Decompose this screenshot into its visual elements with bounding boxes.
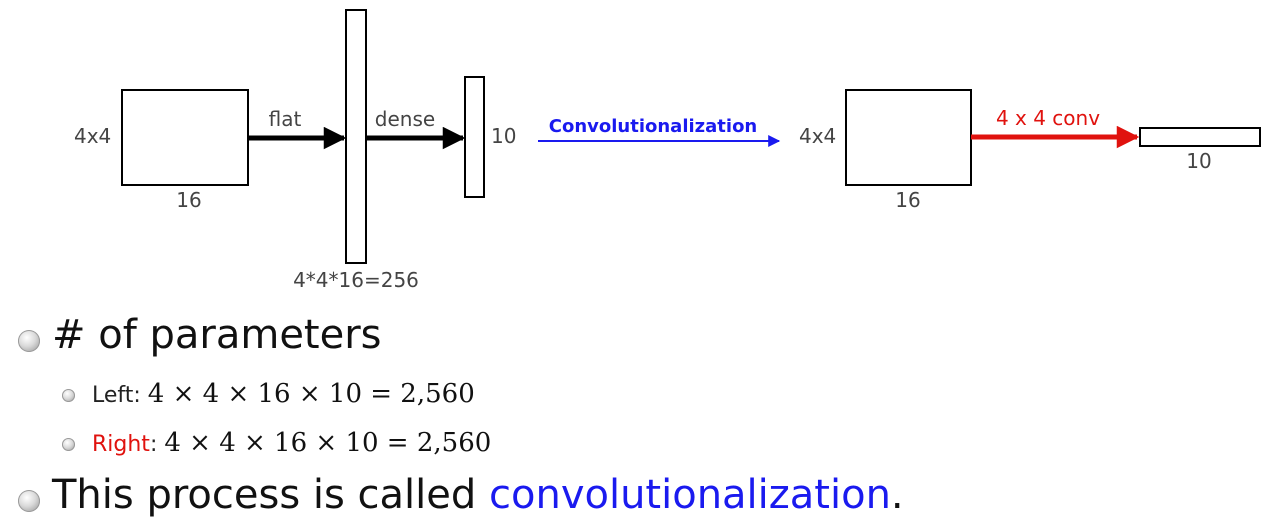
- params-heading: # of parameters: [52, 312, 382, 358]
- flat-vector-box: [345, 9, 367, 264]
- bullet-icon: [62, 438, 75, 451]
- process-suffix: .: [890, 472, 904, 518]
- process-term: convolutionalization: [489, 472, 891, 518]
- process-prefix: This process is called: [52, 472, 489, 518]
- right-params-line: Right: 4 × 4 × 16 × 10 = 2,560: [92, 428, 492, 458]
- right-input-bottom-label: 16: [895, 188, 920, 212]
- flat-vector-label: 4*4*16=256: [293, 268, 419, 292]
- left-output-box: [464, 76, 485, 198]
- right-output-label: 10: [1186, 149, 1211, 173]
- left-params-label: Left: [92, 383, 134, 408]
- right-input-side-label: 4x4: [799, 124, 836, 148]
- flat-arrow-label: flat: [269, 107, 302, 131]
- right-output-box: [1139, 127, 1261, 147]
- left-params-line: Left: 4 × 4 × 16 × 10 = 2,560: [92, 379, 475, 409]
- process-line: This process is called convolutionalizat…: [52, 472, 904, 518]
- right-params-label: Right: [92, 432, 150, 457]
- dense-arrow-label: dense: [375, 107, 435, 131]
- bullet-icon: [18, 490, 40, 512]
- right-input-box: [845, 89, 972, 186]
- left-params-formula: 4 × 4 × 16 × 10 = 2,560: [147, 379, 475, 409]
- left-output-label: 10: [491, 124, 516, 148]
- conv-arrow-label: 4 x 4 conv: [996, 106, 1100, 130]
- convolutionalization-label: Convolutionalization: [549, 116, 758, 137]
- left-input-side-label: 4x4: [74, 124, 111, 148]
- bullet-icon: [18, 330, 40, 352]
- convolutionalization-diagram: 4x4 16 flat 4*4*16=256 dense 10 Convolut…: [74, 9, 1261, 292]
- right-params-formula: 4 × 4 × 16 × 10 = 2,560: [164, 428, 492, 458]
- left-input-bottom-label: 16: [176, 188, 201, 212]
- left-input-box: [121, 89, 249, 186]
- bullet-icon: [62, 389, 75, 402]
